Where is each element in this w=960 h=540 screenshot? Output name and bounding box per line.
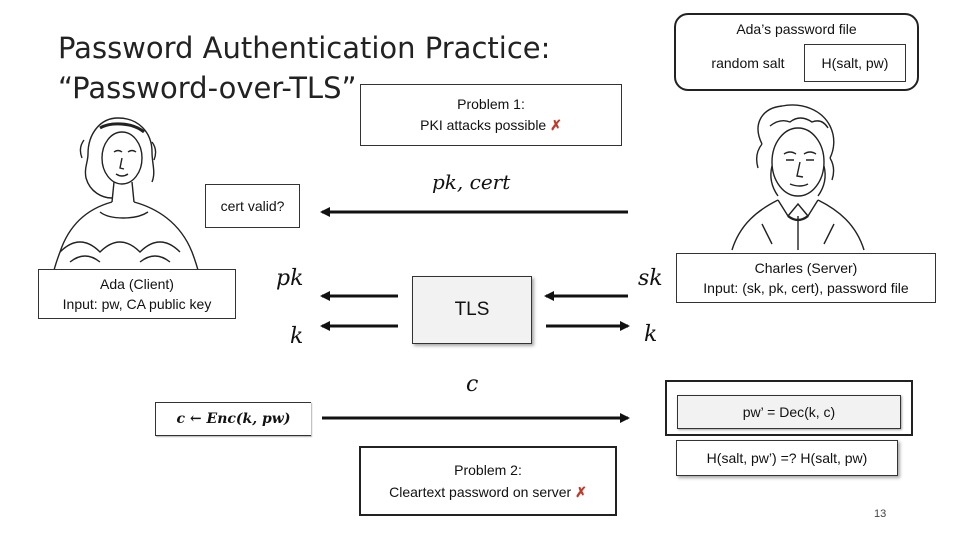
problem-1-text: PKI attacks possible ✗ [420,115,562,136]
encrypt-formula: c ← Enc(k, pw) [176,411,291,427]
c-label: c [466,372,479,397]
pk-label: pk [276,266,304,291]
decrypt-panel: pw’ = Dec(k, c) [665,380,913,436]
tls-label: TLS [454,299,490,320]
pk-cert-label: pk, cert [432,170,511,194]
tls-box: TLS [412,276,532,344]
problem-2-text: Cleartext password on server ✗ [389,481,587,503]
page-number: 13 [874,508,887,520]
hash-cell-text: H(salt, pw) [821,55,889,71]
sk-label: sk [638,266,663,291]
salt-cell: random salt [711,55,785,71]
k-left-label: k [290,324,304,349]
encrypt-box: c ← Enc(k, pw) [155,402,311,436]
hash-check-box: H(salt, pw’) =? H(salt, pw) [676,440,898,476]
problem-1-box: Problem 1: PKI attacks possible ✗ [360,84,622,146]
slide-title: Password Authentication Practice: “Passw… [58,28,550,108]
problem-2-description: Cleartext password on server [389,484,572,500]
title-line-1: Password Authentication Practice: [58,31,551,65]
server-name: Charles (Server) [754,260,858,276]
hash-cell: H(salt, pw) [804,44,906,82]
cert-valid-label: cert valid? [220,198,285,214]
server-input: Input: (sk, pk, cert), password file [703,280,909,296]
k-right-label: k [644,322,658,347]
decrypt-box: pw’ = Dec(k, c) [677,395,901,429]
charles-portrait [731,104,865,251]
password-file-panel: Ada’s password file random salt H(salt, … [674,13,919,91]
client-label-box: Ada (Client) Input: pw, CA public key [38,269,236,319]
server-label-box: Charles (Server) Input: (sk, pk, cert), … [676,253,936,303]
problem-2-cross-icon: ✗ [575,484,587,500]
problem-1-heading: Problem 1: [457,96,525,112]
problem-2-heading: Problem 2: [454,462,522,478]
password-file-label: Ada’s password file [736,21,857,37]
decrypt-formula: pw’ = Dec(k, c) [742,404,836,420]
problem-1-cross-icon: ✗ [550,117,562,133]
problem-2-box: Problem 2: Cleartext password on server … [359,446,617,516]
hash-check-formula: H(salt, pw’) =? H(salt, pw) [706,450,868,466]
ada-portrait [51,117,201,282]
client-input: Input: pw, CA public key [62,296,212,312]
client-name: Ada (Client) [100,276,174,292]
problem-1-description: PKI attacks possible [420,117,547,133]
title-line-2: “Password-over-TLS” [58,71,357,105]
cert-valid-box: cert valid? [205,184,300,228]
